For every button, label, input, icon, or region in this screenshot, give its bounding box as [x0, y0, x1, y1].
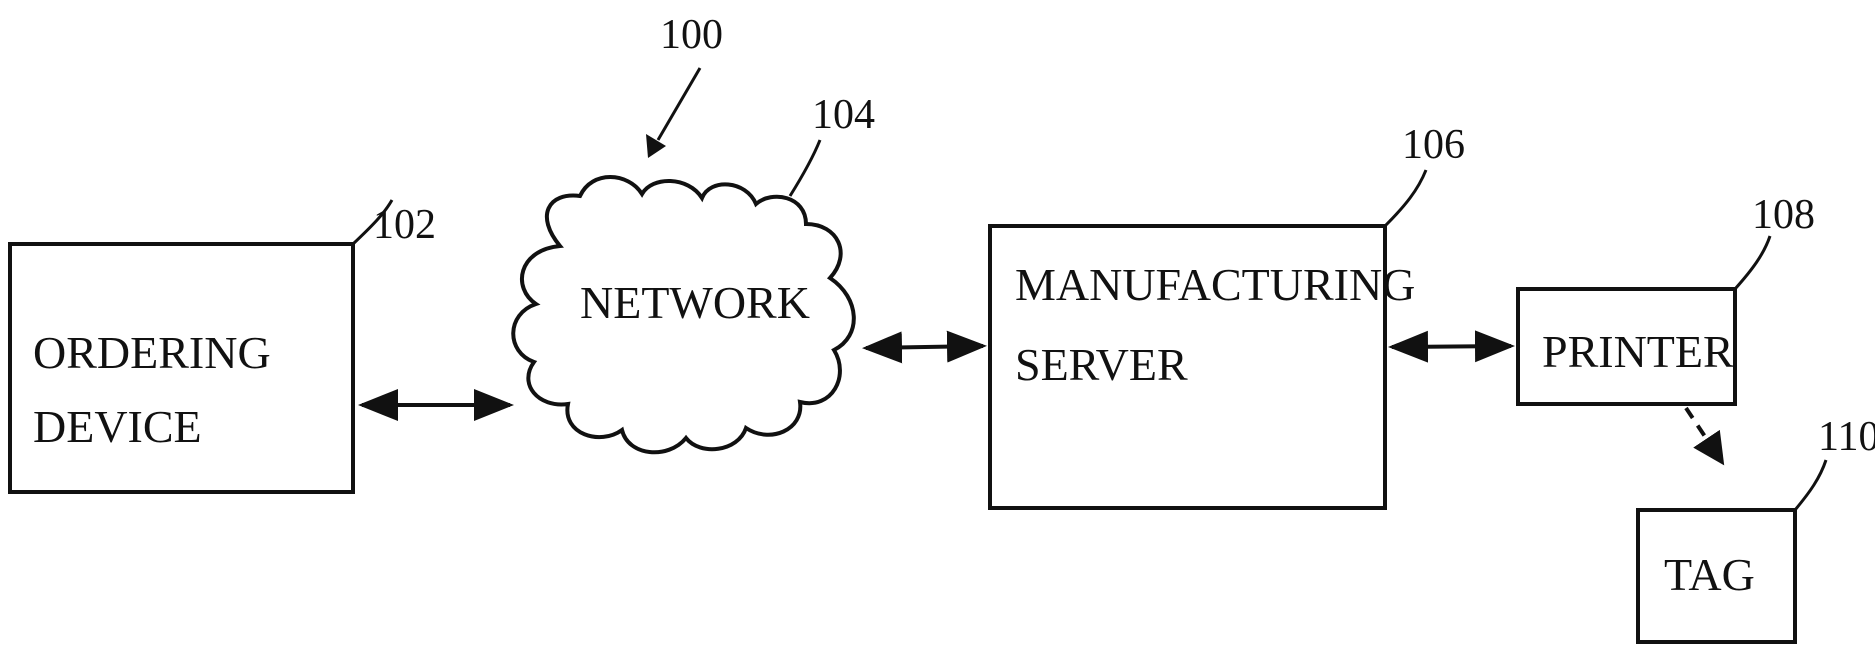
connection-manufacturing-server-printer: [1392, 346, 1511, 347]
system-ref-arrowhead: [646, 134, 666, 158]
ordering-device-block: ORDERING DEVICE 102: [10, 200, 436, 492]
system-ref-arrow: [658, 68, 700, 140]
system-ref-label: 100: [660, 12, 723, 58]
tag-label: TAG: [1664, 549, 1755, 600]
printer-block: PRINTER 108: [1518, 192, 1815, 404]
network-label: NETWORK: [580, 277, 810, 328]
network-cloud-block: NETWORK 104: [513, 92, 875, 452]
tag-block: TAG 110: [1638, 414, 1875, 642]
ordering-device-label-line2: DEVICE: [33, 401, 202, 452]
ordering-device-label-line1: ORDERING: [33, 327, 271, 378]
printer-label: PRINTER: [1542, 326, 1734, 377]
manufacturing-server-label-line2: SERVER: [1015, 339, 1188, 390]
manufacturing-server-ref: 106: [1402, 122, 1465, 168]
network-ref: 104: [812, 92, 875, 138]
tag-ref: 110: [1818, 414, 1875, 460]
network-leader: [790, 140, 820, 196]
manufacturing-server-block: MANUFACTURING SERVER 106: [990, 122, 1465, 508]
printer-leader: [1735, 236, 1770, 289]
system-ref-group: 100: [646, 12, 723, 158]
manufacturing-server-label-line1: MANUFACTURING: [1015, 259, 1415, 310]
ordering-device-ref: 102: [373, 202, 436, 248]
printer-ref: 108: [1752, 192, 1815, 238]
connection-network-manufacturing-server: [866, 346, 983, 348]
connection-printer-tag-dashed: [1686, 408, 1722, 462]
manufacturing-server-leader: [1385, 170, 1426, 226]
tag-leader: [1795, 460, 1826, 510]
